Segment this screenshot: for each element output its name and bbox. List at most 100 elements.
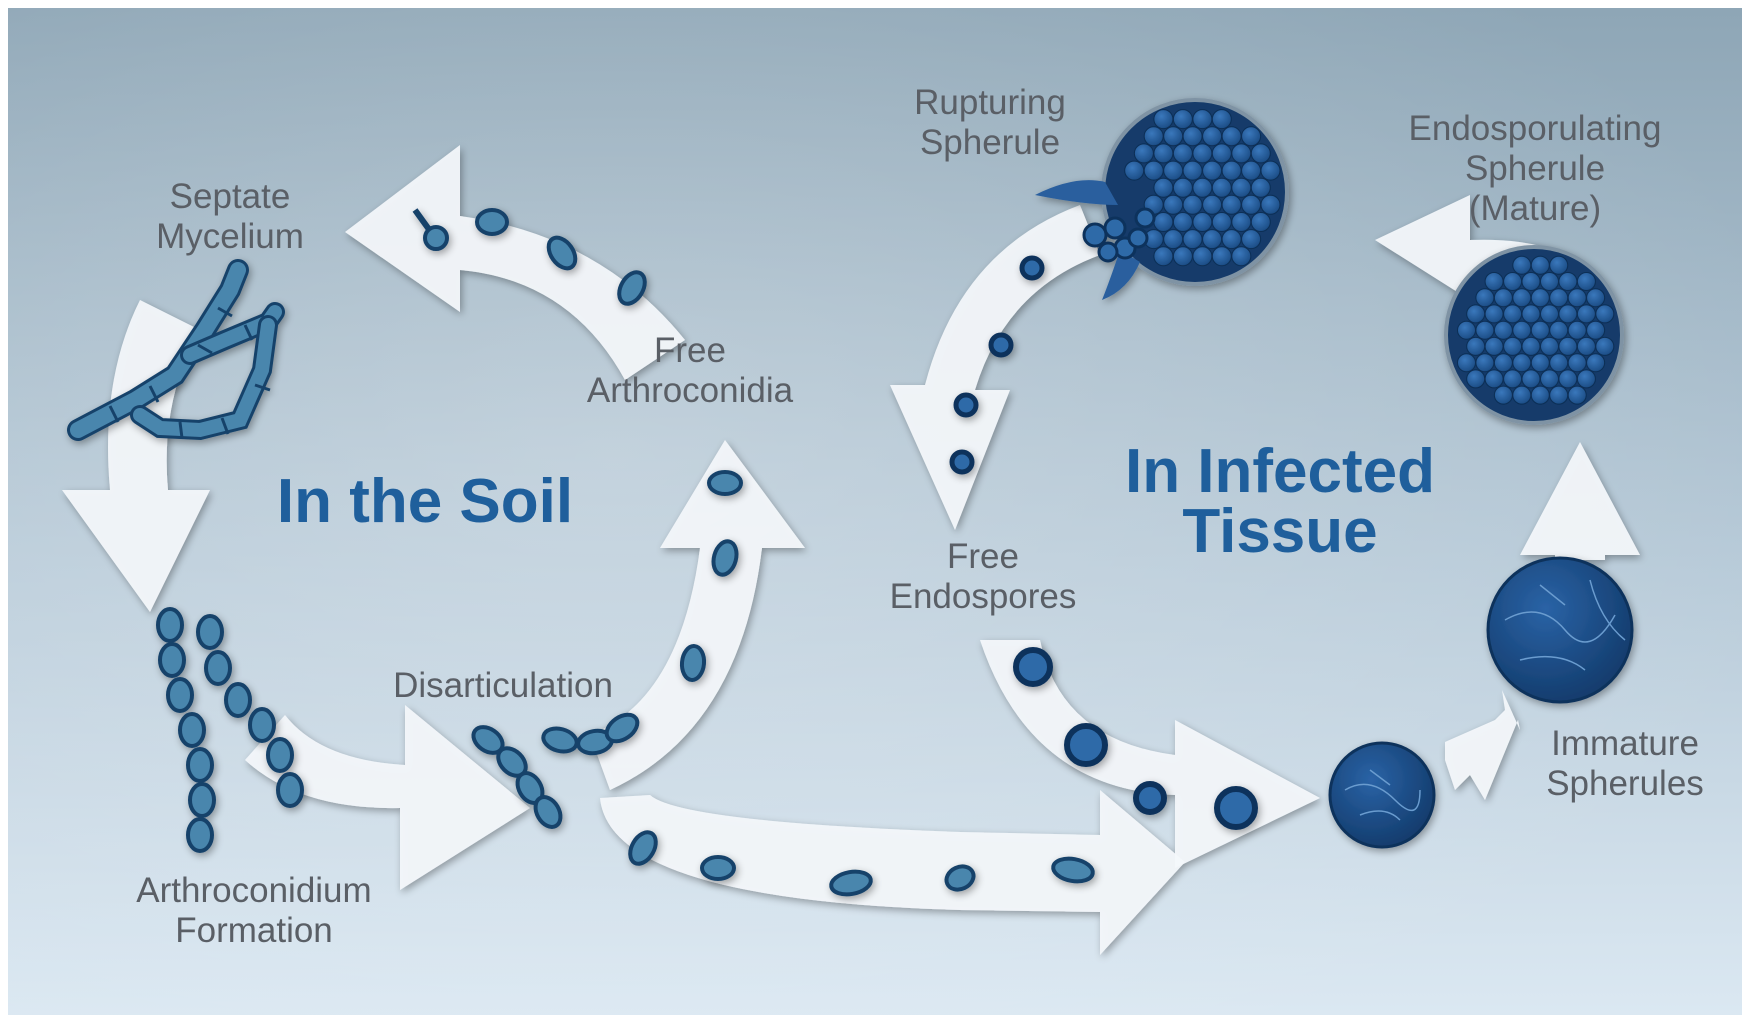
endospore <box>1192 246 1213 267</box>
endospore <box>1503 272 1523 291</box>
endospore <box>1457 353 1476 373</box>
endospore <box>1512 320 1532 340</box>
endospore <box>1558 304 1578 324</box>
region-label-tissue-line2: Tissue <box>1182 497 1377 566</box>
small-immature-spherule <box>1328 741 1436 849</box>
endospore <box>1250 212 1271 232</box>
endospore <box>1466 336 1486 356</box>
free-arthroconidia-cells <box>679 470 743 682</box>
endospore <box>1586 320 1606 340</box>
endospore <box>1576 336 1596 356</box>
endospore <box>1530 255 1550 275</box>
endospore <box>1521 272 1541 291</box>
endospore <box>1221 160 1242 181</box>
rupturing-endospores <box>1124 109 1281 267</box>
falling-endospores <box>949 255 1045 475</box>
rupturing-spherule <box>1035 98 1289 300</box>
cycle-arrows <box>62 145 1640 955</box>
label-immature-spherules: Immature Spherules <box>1546 724 1704 803</box>
endospore <box>1484 369 1504 389</box>
arrow-to-septate-mycelium <box>345 145 685 380</box>
endospore <box>1567 320 1587 340</box>
endospore <box>1182 194 1203 215</box>
endospore <box>1192 109 1213 130</box>
endospore <box>1153 246 1174 267</box>
label-disarticulation: Disarticulation <box>393 666 613 705</box>
endospore <box>1211 177 1232 198</box>
endospore <box>1143 160 1164 181</box>
endospore <box>1241 160 1262 181</box>
label-endosporulating-spherule: Endosporulating Spherule (Mature) <box>1409 109 1662 228</box>
endospore <box>1231 143 1252 164</box>
endospore <box>1493 288 1513 308</box>
arrow-to-endosporulating <box>1520 442 1640 560</box>
label-endosporulating-line3: (Mature) <box>1469 189 1601 228</box>
endospore <box>1172 109 1193 130</box>
endospore <box>1512 288 1532 308</box>
endospore <box>1567 385 1587 405</box>
escaping-endospores <box>1082 207 1156 263</box>
endospore <box>1163 194 1184 215</box>
stage-labels: Septate Mycelium Arthroconidium Formatio… <box>136 83 1704 950</box>
label-free-arthroconidia: Free Arthroconidia <box>587 331 794 410</box>
endospore <box>1211 143 1232 164</box>
endospore <box>1558 272 1578 291</box>
endospore <box>1153 212 1174 232</box>
label-free-endospores: Free Endospores <box>890 537 1077 616</box>
endospore <box>1558 369 1578 389</box>
label-immature-spherules-line1: Immature <box>1551 724 1699 763</box>
label-rupturing-spherule: Rupturing Spherule <box>914 83 1066 162</box>
endospore <box>1466 369 1486 389</box>
endospore <box>1124 160 1145 181</box>
endospore <box>1484 304 1504 324</box>
endospore <box>1530 353 1550 373</box>
endospore <box>1250 177 1271 198</box>
label-arthroconidium-formation: Arthroconidium Formation <box>136 871 371 950</box>
endospore <box>1558 336 1578 356</box>
chain-left <box>156 607 216 853</box>
label-immature-spherules-line2: Spherules <box>1546 764 1704 803</box>
endospore <box>1231 212 1252 232</box>
endospore <box>1512 385 1532 405</box>
endospore <box>1241 126 1262 147</box>
endospore <box>1540 336 1559 356</box>
endospore <box>1512 255 1532 275</box>
bottom-arrow-arthroconidia <box>628 830 1095 897</box>
endospore <box>1540 369 1559 389</box>
ruptured-wall-flap <box>1035 180 1118 205</box>
arrow-to-large-immature-spherule <box>1445 690 1520 800</box>
endospore <box>1153 143 1174 164</box>
endospore <box>1172 212 1193 232</box>
endospore <box>1530 385 1550 405</box>
endospore <box>1576 304 1596 324</box>
endospore <box>1241 194 1262 215</box>
endospore <box>1202 160 1223 181</box>
endospore <box>1192 177 1213 198</box>
endospore <box>1493 385 1513 405</box>
endospore <box>1475 320 1495 340</box>
endospore <box>1457 320 1476 340</box>
label-free-endospores-line1: Free <box>947 537 1019 576</box>
endospore <box>1512 353 1532 373</box>
label-free-endospores-line2: Endospores <box>890 577 1077 616</box>
label-free-arthroconidia-line2: Arthroconidia <box>587 371 794 410</box>
region-label-tissue-line1: In Infected <box>1125 437 1435 506</box>
endospore <box>1567 288 1587 308</box>
endospore <box>1586 353 1606 373</box>
endospore <box>1549 255 1569 275</box>
endospore <box>1530 320 1550 340</box>
endospore <box>1172 143 1193 164</box>
region-labels: In the Soil In Infected Tissue <box>277 437 1435 566</box>
label-endosporulating-line2: Spherule <box>1465 149 1605 188</box>
endospore <box>1153 109 1174 130</box>
endospore <box>1503 336 1523 356</box>
endospore <box>1260 160 1281 181</box>
endospore <box>1163 229 1184 250</box>
endospore <box>1586 288 1606 308</box>
endospore <box>1202 194 1223 215</box>
endospore <box>1182 126 1203 147</box>
endospore <box>1503 304 1523 324</box>
large-immature-spherule <box>1486 556 1634 704</box>
arrow-to-disarticulation <box>245 705 530 890</box>
